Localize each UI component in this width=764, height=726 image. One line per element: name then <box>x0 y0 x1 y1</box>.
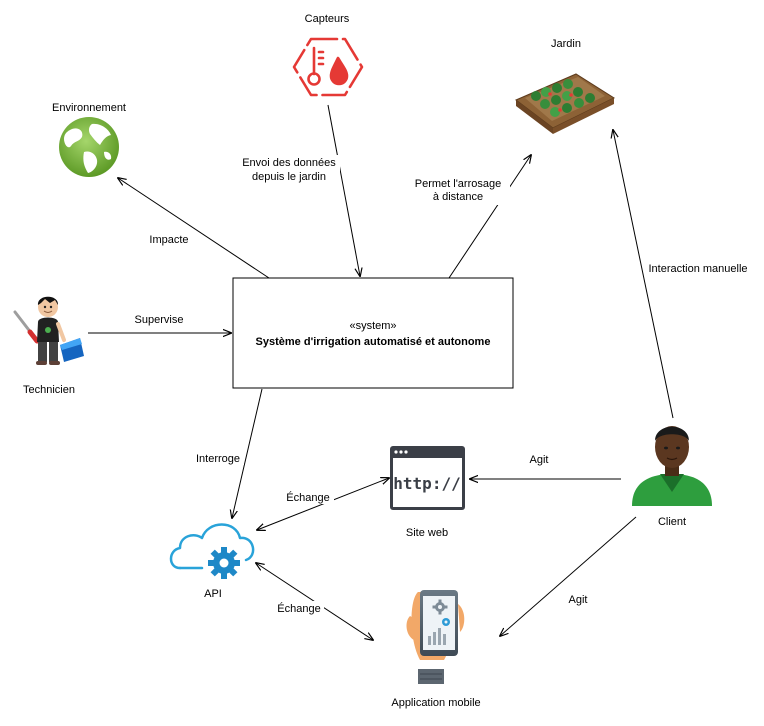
capteurs-actor[interactable]: Capteurs <box>292 13 364 97</box>
site-web-actor[interactable]: http:// Site web <box>390 446 465 539</box>
technician-icon <box>13 296 84 365</box>
edge-capteurs-system <box>327 104 360 276</box>
edge-system-environnement <box>118 178 270 279</box>
jardin-actor[interactable]: Jardin <box>515 38 616 134</box>
http-browser-icon: http:// <box>390 446 465 510</box>
api-actor[interactable]: API <box>169 523 255 601</box>
edge-label-echange-web: Échange <box>286 491 329 504</box>
edge-system-jardin <box>448 155 531 279</box>
edge-label-permet-line2: à distance <box>433 191 483 203</box>
sensor-icon <box>292 37 364 97</box>
edge-label-echange-mobile: Échange <box>277 602 320 615</box>
environnement-label: Environnement <box>52 102 126 114</box>
application-mobile-label: Application mobile <box>391 697 480 709</box>
edge-system-api <box>232 388 263 518</box>
mobile-app-icon <box>406 590 465 684</box>
globe-icon <box>59 117 119 177</box>
edge-client-jardin <box>613 130 674 419</box>
system-box[interactable]: «system» Système d'irrigation automatisé… <box>232 277 514 389</box>
http-text: http:// <box>393 474 460 493</box>
edge-label-agit-mobile: Agit <box>569 594 588 606</box>
client-person-icon <box>632 426 712 506</box>
edge-label-envoi-line1: Envoi des données <box>242 157 336 169</box>
edge-label-supervise: Supervise <box>135 314 184 326</box>
edge-label-permet-line1: Permet l'arrosage <box>415 178 501 190</box>
cloud-gear-icon <box>169 523 255 579</box>
technicien-label: Technicien <box>23 384 75 396</box>
edge-client-mobile <box>500 516 637 636</box>
technicien-actor[interactable]: Technicien <box>13 296 84 396</box>
system-name: Système d'irrigation automatisé et auton… <box>256 336 491 348</box>
edge-label-impacte: Impacte <box>149 234 188 246</box>
capteurs-label: Capteurs <box>305 13 350 25</box>
client-label: Client <box>658 516 686 528</box>
garden-icon <box>515 73 616 134</box>
edge-label-agit-web: Agit <box>530 454 549 466</box>
edge-label-interroge: Interroge <box>196 453 240 465</box>
jardin-label: Jardin <box>551 38 581 50</box>
client-actor[interactable]: Client <box>632 426 712 528</box>
site-web-label: Site web <box>406 527 448 539</box>
api-label: API <box>204 588 222 600</box>
application-mobile-actor[interactable]: Application mobile <box>391 590 481 709</box>
edge-label-envoi-line2: depuis le jardin <box>252 171 326 183</box>
environnement-actor[interactable]: Environnement <box>52 102 126 177</box>
edge-label-interaction-manuelle: Interaction manuelle <box>648 263 747 275</box>
system-stereotype: «system» <box>349 320 396 332</box>
